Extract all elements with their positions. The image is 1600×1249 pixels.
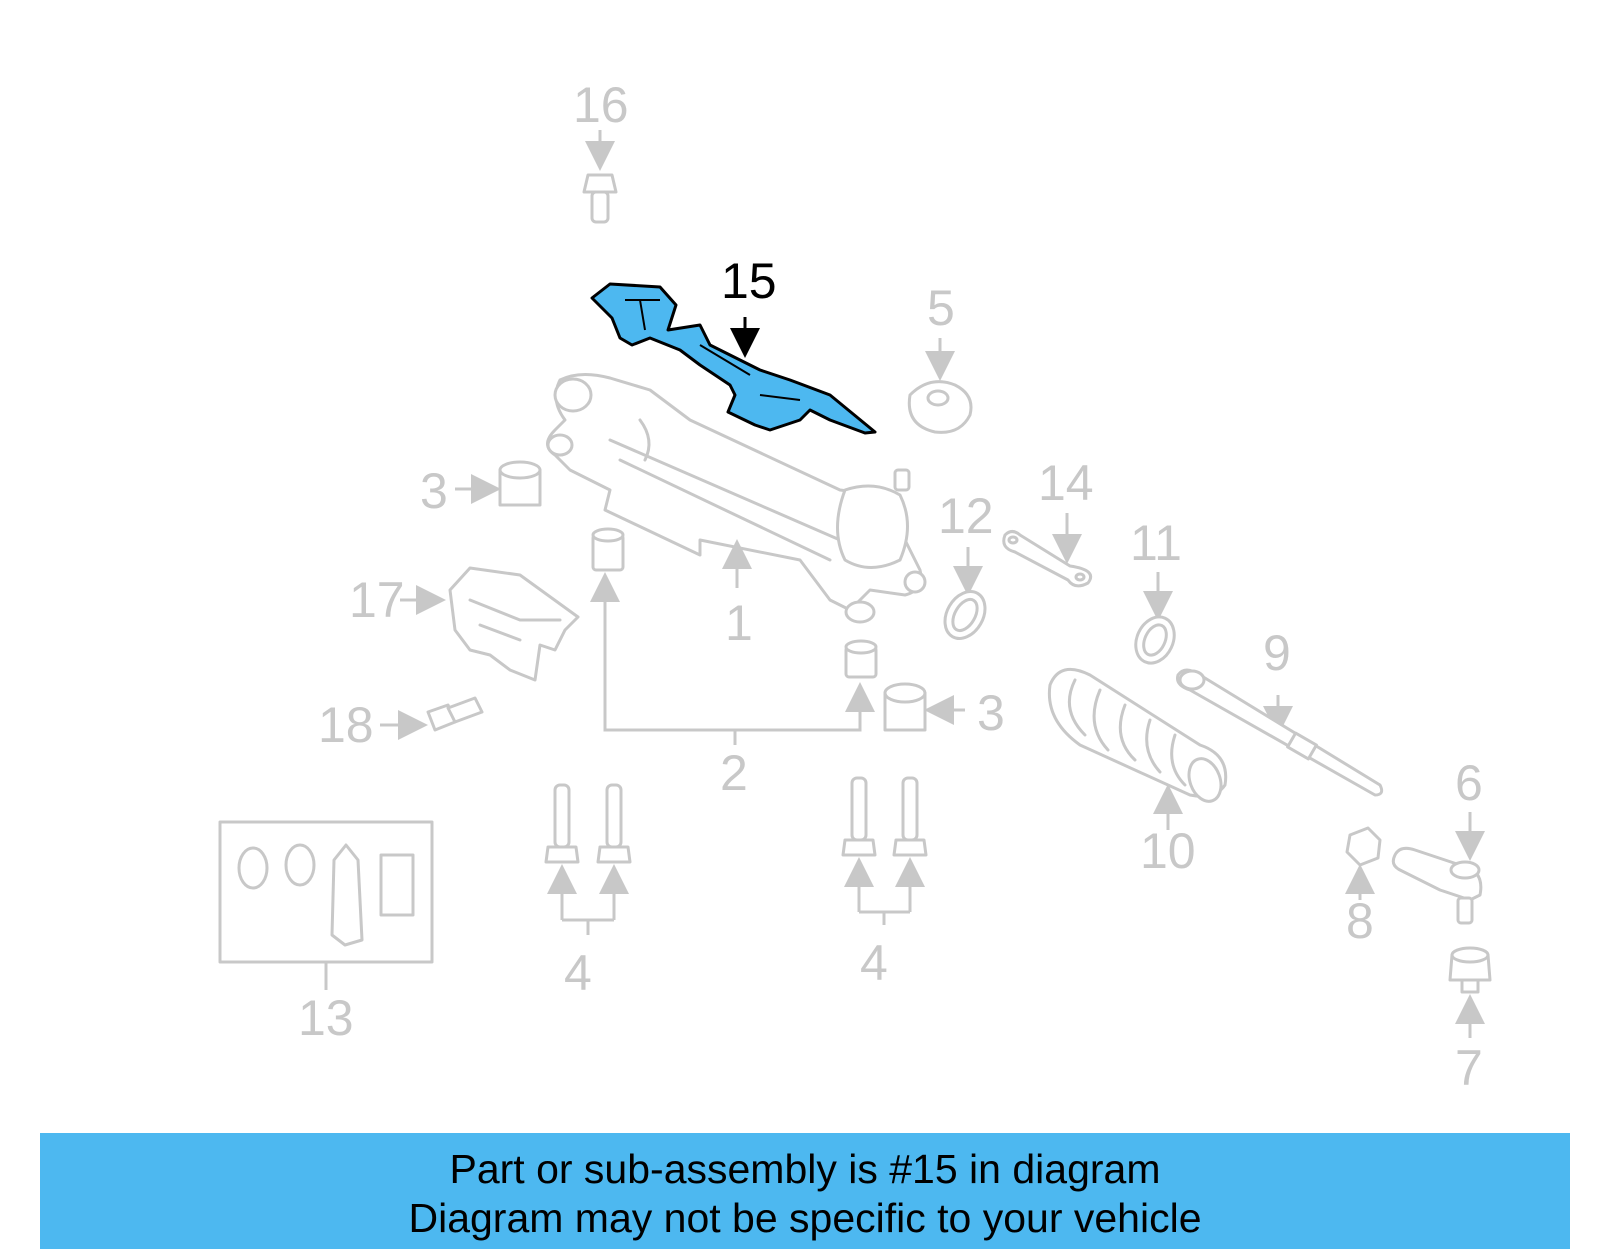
shield-17 bbox=[400, 566, 580, 682]
callout-5: 5 bbox=[927, 280, 955, 336]
callout-16: 16 bbox=[573, 77, 629, 133]
repair-kit-13 bbox=[218, 820, 434, 990]
strap-14 bbox=[1002, 513, 1093, 588]
bolts-4-left bbox=[544, 783, 632, 935]
tie-rod-end-6 bbox=[1391, 812, 1485, 925]
callout-13: 13 bbox=[298, 990, 354, 1046]
bushings-2 bbox=[590, 527, 878, 745]
nut-8 bbox=[1345, 826, 1382, 900]
banner-line-1: Part or sub-assembly is #15 in diagram bbox=[449, 1146, 1161, 1192]
callout-2: 2 bbox=[720, 745, 748, 801]
heat-shield-15[interactable] bbox=[590, 282, 877, 435]
callout-15[interactable]: 15 bbox=[721, 253, 777, 309]
info-banner: Part or sub-assembly is #15 in diagram D… bbox=[40, 1133, 1570, 1249]
nut-7 bbox=[1448, 946, 1492, 1038]
callout-3-lower: 3 bbox=[977, 685, 1005, 741]
callout-1: 1 bbox=[725, 595, 753, 651]
banner-line-2: Diagram may not be specific to your vehi… bbox=[408, 1195, 1202, 1241]
callout-11: 11 bbox=[1130, 515, 1182, 571]
clamp-11 bbox=[1134, 572, 1176, 665]
callout-18: 18 bbox=[318, 697, 374, 753]
callout-6: 6 bbox=[1455, 755, 1483, 811]
bushing-3-upper bbox=[455, 460, 542, 507]
steering-rack-1 bbox=[546, 373, 927, 624]
callout-14: 14 bbox=[1038, 455, 1094, 511]
bolt-18 bbox=[380, 696, 484, 740]
boot-10 bbox=[1047, 667, 1228, 830]
mount-5 bbox=[907, 338, 973, 434]
bolts-4-right bbox=[841, 776, 928, 925]
callout-9: 9 bbox=[1263, 625, 1291, 681]
callout-12: 12 bbox=[938, 488, 994, 544]
callout-7: 7 bbox=[1455, 1040, 1483, 1096]
clamp-12 bbox=[943, 547, 987, 640]
callout-8: 8 bbox=[1346, 893, 1374, 949]
callout-3-upper: 3 bbox=[420, 463, 448, 519]
callout-17: 17 bbox=[349, 572, 405, 628]
callout-4-right: 4 bbox=[860, 935, 888, 991]
bolt-16 bbox=[582, 130, 618, 224]
tie-rod-9 bbox=[1176, 668, 1384, 797]
callout-4-left: 4 bbox=[564, 945, 592, 1001]
callout-10: 10 bbox=[1140, 823, 1196, 879]
bushing-3-lower bbox=[883, 682, 965, 732]
